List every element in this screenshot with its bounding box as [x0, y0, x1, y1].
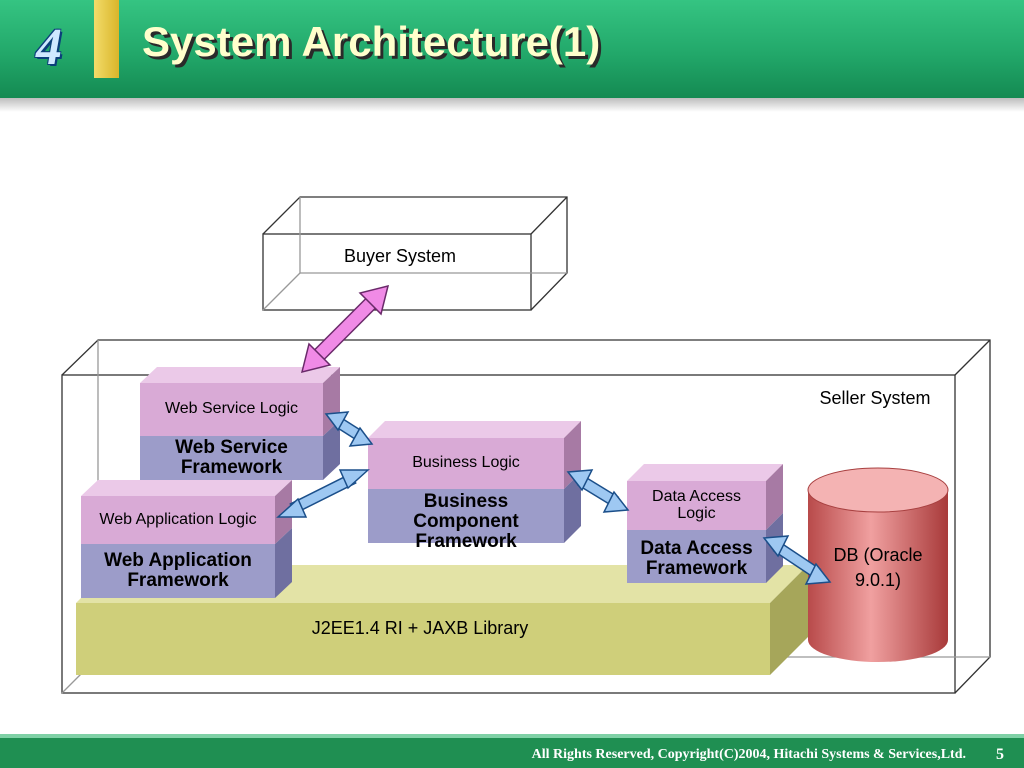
web-application-logic-label: Web Application Logic	[99, 510, 257, 528]
business-stack	[368, 421, 581, 543]
buyer-system-box	[262, 196, 568, 311]
business-component-framework-label: Business Component Framework	[413, 491, 519, 552]
web-service-logic-label: Web Service Logic	[164, 400, 299, 418]
seller-system-label: Seller System	[819, 387, 931, 408]
arrow-dataaccess-db	[762, 535, 832, 585]
web-application-stack	[81, 480, 292, 598]
web-service-stack	[140, 367, 340, 480]
db-cylinder	[807, 467, 949, 662]
db-label: DB (Oracle 9.0.1)	[833, 544, 923, 590]
web-service-framework-label: Web Service Framework	[175, 437, 288, 478]
buyer-system-label: Buyer System	[343, 245, 457, 266]
platform-label: J2EE1.4 RI + JAXB Library	[311, 617, 529, 638]
page-number: 5	[996, 746, 1004, 763]
arrow-webservice-to-buyer	[300, 284, 390, 374]
web-application-framework-label: Web Application Framework	[104, 550, 252, 591]
copyright-text: All Rights Reserved, Copyright(C)2004, H…	[531, 747, 966, 762]
accent-bar	[94, 0, 119, 78]
arrow-webservice-business	[324, 411, 374, 447]
arrow-business-dataaccess	[566, 469, 630, 513]
arrow-webapp-business	[276, 469, 370, 518]
page-title: System Architecture(1)	[142, 18, 601, 65]
data-access-logic-label: Data Access Logic	[652, 487, 741, 522]
header-bar	[0, 0, 1024, 98]
header-shadow	[0, 98, 1024, 112]
section-number: 4	[36, 19, 62, 76]
business-logic-label: Business Logic	[412, 454, 520, 472]
footer-bar: All Rights Reserved, Copyright(C)2004, H…	[0, 734, 1024, 768]
data-access-framework-label: Data Access Framework	[640, 538, 753, 579]
